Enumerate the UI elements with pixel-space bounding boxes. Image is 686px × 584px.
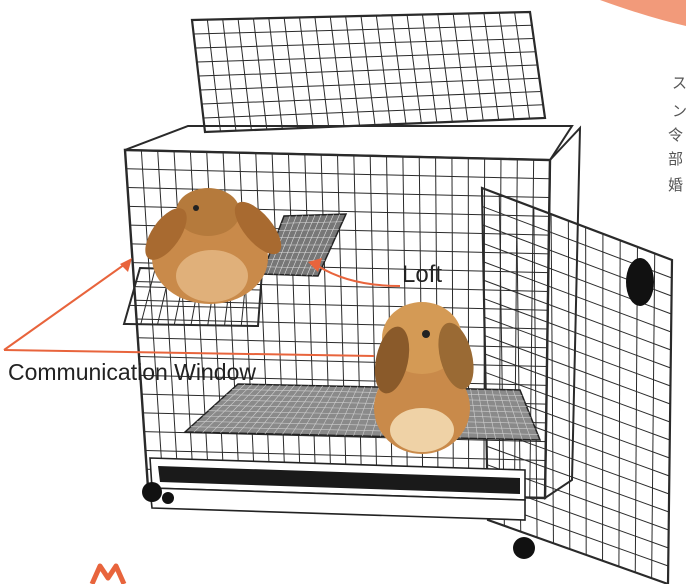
lid-wire-h [202,92,542,105]
door-wire-h [484,299,671,368]
lid-wire-h [200,78,539,90]
rabbit-on-floor [369,302,479,454]
caster-left-icon [142,482,162,502]
door-latch-icon [626,258,654,306]
door-wire-h [484,317,670,386]
side-char-2: ン [672,102,686,120]
cage-side-panel [545,128,580,498]
rabbit-on-loft [137,188,289,304]
side-text-column: ス ン 令 部 婚 [668,74,686,194]
floor-mesh [185,384,540,440]
caster-back-icon [162,492,174,504]
caster-right-icon [513,537,535,559]
communication-window-label: Communication Window [8,359,256,385]
lid-wire-h [203,105,543,118]
side-char-5: 婚 [668,176,683,194]
loft-label: Loft [402,261,442,288]
corner-blob-icon [600,0,686,26]
flap-wire-v [141,269,156,325]
side-char-3: 令 [668,126,683,144]
side-char-1: ス [672,74,686,92]
side-char-4: 部 [668,150,683,168]
cage-lid [192,12,545,132]
brand-logo-icon [92,566,124,584]
